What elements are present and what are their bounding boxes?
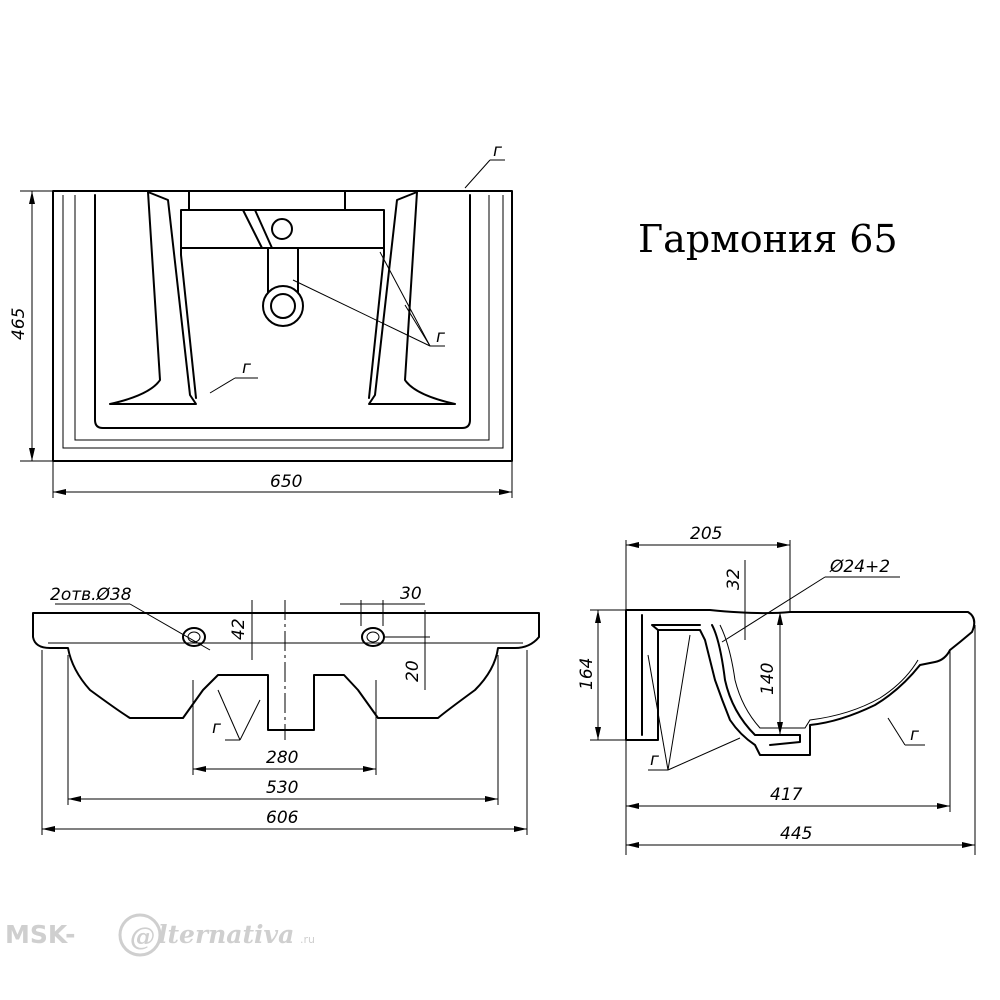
top-view-bowl — [94, 194, 471, 429]
watermark-symbol: @ — [130, 922, 155, 951]
leader-line — [404, 304, 431, 347]
arrow — [937, 803, 950, 809]
side-inner-wall — [641, 614, 701, 736]
dim-280: 280 — [266, 748, 298, 768]
dim-606: 606 — [266, 808, 299, 828]
dim-650: 650 — [270, 472, 302, 492]
faucet-hole-right-inner — [366, 631, 380, 643]
arrow — [626, 803, 639, 809]
leader-line — [292, 279, 431, 347]
drain-outer — [262, 285, 304, 327]
arrow — [363, 766, 376, 772]
arrow — [777, 722, 783, 735]
left-rib — [109, 191, 197, 405]
leader-line — [217, 689, 241, 741]
watermark-logo: MSK- @ lternativa .ru — [5, 913, 315, 957]
side-view: 205 32 Ø24+2 140 164 г г 417 — [577, 524, 976, 855]
dim-465: 465 — [9, 308, 29, 340]
dim-32: 32 — [724, 568, 744, 590]
top-view-outer-outline — [52, 190, 513, 462]
arrow — [29, 191, 35, 204]
right-rib — [368, 191, 456, 405]
dim-42: 42 — [229, 618, 249, 640]
leader-line — [209, 377, 236, 394]
dim-30: 30 — [400, 584, 422, 604]
dim-20: 20 — [403, 660, 423, 682]
arrow — [777, 612, 783, 625]
tap-block — [180, 209, 385, 249]
side-view-section — [625, 609, 976, 756]
diameter-label: Ø24+2 — [829, 557, 890, 577]
overflow-channel — [267, 247, 299, 293]
arrow — [193, 766, 206, 772]
watermark-tld: .ru — [300, 933, 315, 946]
leader-line — [464, 159, 491, 189]
side-bowl-surface — [719, 624, 919, 729]
top-view-rim-line — [62, 195, 504, 449]
arrow — [626, 842, 639, 848]
arrow — [42, 826, 55, 832]
leader-line — [239, 699, 261, 741]
tap-slot — [242, 209, 273, 249]
product-title: Гармония 65 — [638, 217, 898, 261]
basin-sides — [180, 247, 385, 399]
arrow — [485, 796, 498, 802]
arrow — [514, 826, 527, 832]
arrow — [777, 542, 790, 548]
dim-205: 205 — [690, 524, 722, 544]
label-g-center: г — [436, 327, 445, 347]
arrow — [595, 610, 601, 623]
top-view: г г г 465 650 — [9, 141, 513, 498]
leader-line — [379, 251, 431, 347]
front-view: 2отв.Ø38 30 42 20 г 280 530 — [32, 584, 540, 835]
front-view-outline — [32, 612, 540, 731]
label-g-side-left: г — [650, 750, 659, 770]
dim-417: 417 — [770, 785, 803, 805]
label-g-top: г — [493, 141, 502, 161]
arrow — [29, 448, 35, 461]
arrow — [53, 489, 66, 495]
side-bowl-inner — [711, 624, 801, 746]
tap-hole — [271, 218, 293, 240]
dim-164: 164 — [577, 658, 597, 690]
arrow — [68, 796, 81, 802]
dim-530: 530 — [266, 778, 298, 798]
leader-line — [667, 634, 691, 771]
watermark-prefix: MSK- — [5, 920, 75, 949]
leader-line — [887, 717, 906, 746]
arrow — [499, 489, 512, 495]
leader-line — [667, 737, 741, 771]
arrow — [595, 727, 601, 740]
dim-140: 140 — [758, 663, 778, 695]
watermark-at-circle — [118, 913, 162, 957]
top-view-rim-line-2 — [74, 195, 490, 441]
dim-445: 445 — [780, 824, 812, 844]
label-g-front: г — [212, 718, 221, 738]
watermark-suffix: lternativa — [158, 920, 294, 949]
label-g-side-right: г — [910, 725, 919, 745]
arrow — [626, 542, 639, 548]
drain-inner — [270, 293, 296, 319]
leader-line — [647, 654, 669, 771]
arrow — [962, 842, 975, 848]
leader-line — [721, 576, 826, 643]
holes-label: 2отв.Ø38 — [50, 585, 132, 605]
faucet-hole-left — [182, 627, 206, 647]
label-g-left: г — [242, 358, 251, 378]
leader-line — [129, 603, 211, 651]
